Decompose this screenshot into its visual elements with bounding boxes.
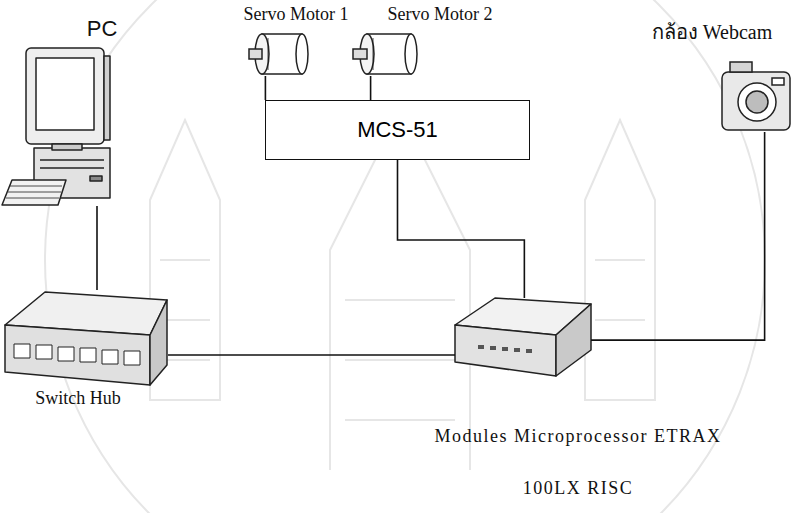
- device-label: Modules Microprocessor ETRAX 100LX RISC: [428, 410, 728, 513]
- servo-motor-icon: [249, 34, 308, 74]
- connector-wire: [591, 132, 765, 340]
- switch-node: Switch Hub: [2, 290, 168, 386]
- device-label: Servo Motor 1: [244, 4, 349, 25]
- pc-node: PC: [2, 48, 112, 206]
- module-node: Modules Microprocessor ETRAX 100LX RISC: [455, 298, 591, 376]
- watermark-pattern: [45, 0, 765, 513]
- device-label: Servo Motor 2: [388, 4, 493, 25]
- servo-node: Servo Motor 1: [248, 32, 306, 76]
- process-box: MCS-51: [265, 100, 530, 160]
- microprocessor-module-icon: [455, 298, 591, 376]
- device-label: Switch Hub: [35, 388, 121, 409]
- box-label: MCS-51: [357, 117, 438, 143]
- connector-wire: [370, 76, 372, 100]
- webcam-icon: [722, 62, 790, 130]
- switch-hub-icon: [5, 292, 167, 385]
- device-label: กล้อง Webcam: [652, 16, 772, 48]
- connector-wire: [168, 354, 455, 356]
- servo-motor-icon: [353, 34, 417, 74]
- servo-node: Servo Motor 2: [352, 32, 414, 76]
- webcam-node: กล้อง Webcam: [718, 58, 792, 132]
- pc-icon: [2, 48, 110, 205]
- connector-wire: [265, 76, 267, 100]
- device-label: PC: [87, 16, 118, 42]
- connector-wire: [96, 206, 98, 290]
- connector-wire: [398, 160, 525, 298]
